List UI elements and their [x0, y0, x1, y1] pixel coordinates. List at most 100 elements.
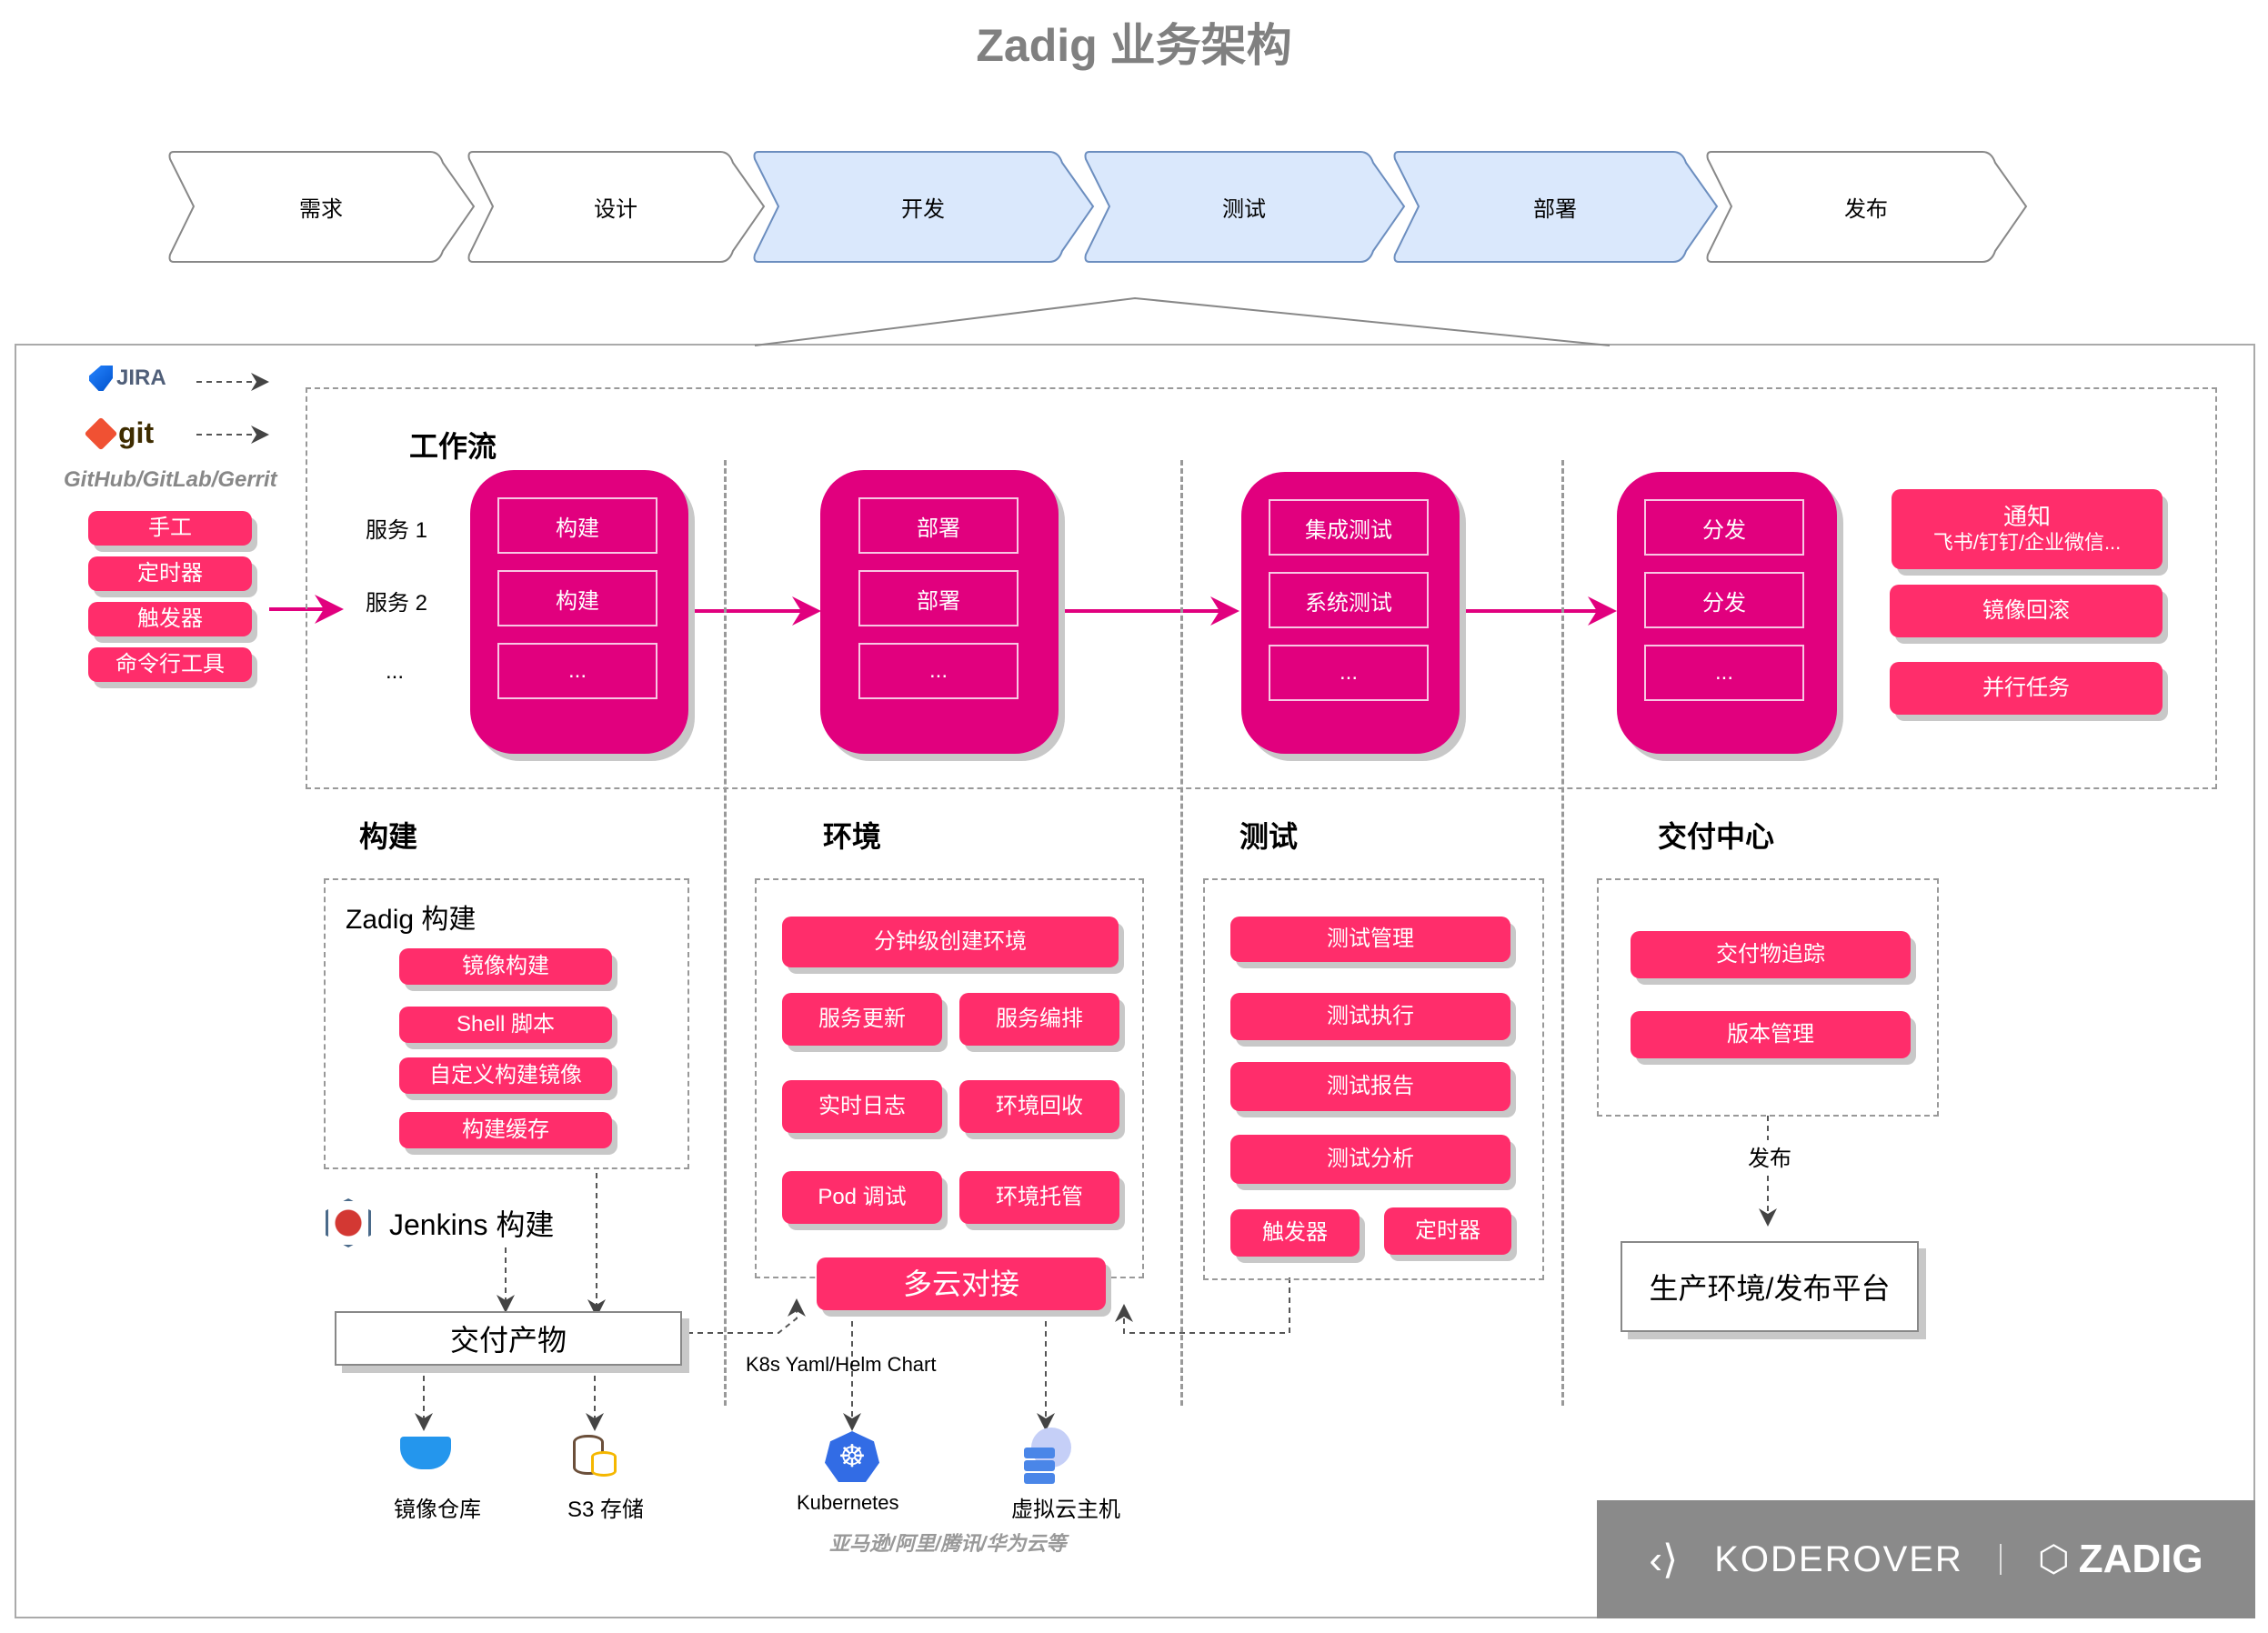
- env-item[interactable]: 实时日志: [782, 1080, 942, 1133]
- s3-storage-label: S3 存储: [567, 1498, 645, 1522]
- service-label: 服务 2: [366, 591, 428, 616]
- parallel-task-button[interactable]: 并行任务: [1890, 662, 2163, 715]
- s3-storage-icon: [573, 1435, 617, 1477]
- koderover-logo-icon: ‹⟩: [1649, 1537, 1679, 1582]
- workflow-cell[interactable]: 部署: [858, 570, 1019, 626]
- stage-label: 开发: [901, 197, 945, 222]
- cloud-vm-label: 虚拟云主机: [1011, 1498, 1120, 1522]
- stage-label: 设计: [594, 197, 637, 222]
- workflow-test-card[interactable]: 集成测试 系统测试 ...: [1241, 472, 1460, 754]
- notify-subtitle: 飞书/钉钉/企业微信...: [1932, 531, 2122, 555]
- cloud-providers-label: 亚马逊/阿里/腾讯/华为云等: [829, 1532, 1067, 1555]
- zadig-logo-icon: ⬡: [2037, 1539, 2070, 1579]
- cloud-vm-icon: [1022, 1428, 1073, 1484]
- git-logo: git: [84, 416, 154, 450]
- production-platform-box[interactable]: 生产环境/发布平台: [1621, 1241, 1919, 1332]
- kubernetes-icon: ☸: [825, 1431, 879, 1482]
- rollback-button[interactable]: 镜像回滚: [1890, 585, 2163, 637]
- service-label: 服务 1: [366, 518, 428, 543]
- delivery-item[interactable]: 交付物追踪: [1631, 931, 1911, 978]
- column-divider: [724, 460, 727, 1406]
- image-registry-label: 镜像仓库: [394, 1498, 481, 1522]
- workflow-title: 工作流: [409, 430, 497, 463]
- workflow-box: [306, 387, 2217, 789]
- artifact-box[interactable]: 交付产物: [335, 1311, 682, 1366]
- page-title: Zadig 业务架构: [976, 20, 1292, 71]
- workflow-cell[interactable]: 分发: [1644, 499, 1804, 556]
- build-item[interactable]: 镜像构建: [399, 948, 612, 985]
- env-item[interactable]: Pod 调试: [782, 1171, 942, 1224]
- test-title: 测试: [1239, 820, 1299, 853]
- docker-icon: [400, 1437, 451, 1469]
- column-divider: [1561, 460, 1564, 1406]
- workflow-cell[interactable]: 系统测试: [1269, 572, 1429, 628]
- test-item[interactable]: 测试报告: [1230, 1062, 1510, 1111]
- zadig-build-title: Zadig 构建: [346, 905, 477, 935]
- zadig-wordmark: ZADIG: [2078, 1537, 2203, 1581]
- notify-button[interactable]: 通知 飞书/钉钉/企业微信...: [1892, 489, 2163, 569]
- workflow-distribute-card[interactable]: 分发 分发 ...: [1617, 472, 1837, 754]
- stage-label: 发布: [1844, 197, 1888, 222]
- workflow-cell[interactable]: ...: [497, 643, 657, 699]
- jira-logo: JIRA: [89, 366, 166, 391]
- test-box: [1203, 878, 1544, 1280]
- build-item[interactable]: 自定义构建镜像: [399, 1057, 612, 1094]
- jenkins-row: Jenkins 构建: [326, 1198, 554, 1247]
- kubernetes-label: Kubernetes: [797, 1491, 899, 1514]
- git-hosts: GitHub/GitLab/Gerrit: [64, 467, 277, 492]
- stage-label: 部署: [1533, 197, 1577, 222]
- jira-icon: [89, 366, 113, 391]
- stage-requirement[interactable]: 需求: [166, 150, 476, 264]
- trigger-webhook[interactable]: 触发器: [88, 602, 252, 636]
- env-title: 环境: [823, 820, 882, 853]
- zadig-build-box: [324, 878, 689, 1169]
- workflow-cell[interactable]: ...: [1269, 645, 1429, 701]
- stage-test[interactable]: 测试: [1082, 150, 1406, 264]
- build-item[interactable]: 构建缓存: [399, 1112, 612, 1148]
- stage-develop[interactable]: 开发: [751, 150, 1095, 264]
- env-item[interactable]: 环境回收: [959, 1080, 1119, 1133]
- release-label: 发布: [1748, 1140, 1791, 1172]
- workflow-cell[interactable]: 集成测试: [1269, 499, 1429, 556]
- stage-deploy[interactable]: 部署: [1391, 150, 1719, 264]
- env-item[interactable]: 服务编排: [959, 993, 1119, 1046]
- brand-footer: ‹⟩ KODEROVER ⬡ ZADIG: [1597, 1500, 2255, 1618]
- jenkins-icon: [326, 1198, 371, 1247]
- env-item[interactable]: 分钟级创建环境: [782, 917, 1119, 967]
- notify-title: 通知: [2002, 503, 2051, 531]
- koderover-wordmark: KODEROVER: [1714, 1538, 1963, 1579]
- footer-divider: [1999, 1544, 2002, 1575]
- workflow-cell[interactable]: ...: [1644, 645, 1804, 701]
- build-title: 构建: [359, 820, 418, 853]
- workflow-build-card[interactable]: 构建 构建 ...: [470, 470, 688, 754]
- stage-label: 需求: [299, 197, 343, 222]
- stage-release[interactable]: 发布: [1704, 150, 2028, 264]
- frame-peak: [754, 296, 1611, 346]
- multicloud-button[interactable]: 多云对接: [817, 1257, 1106, 1310]
- workflow-cell[interactable]: 构建: [497, 570, 657, 626]
- delivery-box: [1597, 878, 1939, 1117]
- stage-label: 测试: [1222, 197, 1266, 222]
- test-item[interactable]: 测试执行: [1230, 993, 1510, 1040]
- column-divider: [1180, 460, 1183, 1406]
- delivery-title: 交付中心: [1658, 820, 1775, 853]
- test-item[interactable]: 测试分析: [1230, 1135, 1510, 1184]
- workflow-deploy-card[interactable]: 部署 部署 ...: [820, 470, 1059, 754]
- test-item[interactable]: 测试管理: [1230, 917, 1510, 962]
- workflow-cell[interactable]: 部署: [858, 497, 1019, 554]
- build-item[interactable]: Shell 脚本: [399, 1007, 612, 1043]
- stage-design[interactable]: 设计: [466, 150, 766, 264]
- trigger-timer[interactable]: 定时器: [88, 556, 252, 591]
- test-item[interactable]: 定时器: [1384, 1207, 1511, 1255]
- k8s-yaml-label: K8s Yaml/Helm Chart: [746, 1353, 937, 1376]
- trigger-cli[interactable]: 命令行工具: [88, 647, 252, 682]
- env-item[interactable]: 环境托管: [959, 1171, 1119, 1224]
- service-label: ...: [386, 659, 405, 684]
- workflow-cell[interactable]: 分发: [1644, 572, 1804, 628]
- env-item[interactable]: 服务更新: [782, 993, 942, 1046]
- workflow-cell[interactable]: 构建: [497, 497, 657, 554]
- workflow-cell[interactable]: ...: [858, 643, 1019, 699]
- test-item[interactable]: 触发器: [1230, 1209, 1360, 1257]
- delivery-item[interactable]: 版本管理: [1631, 1011, 1911, 1058]
- trigger-manual[interactable]: 手工: [88, 511, 252, 546]
